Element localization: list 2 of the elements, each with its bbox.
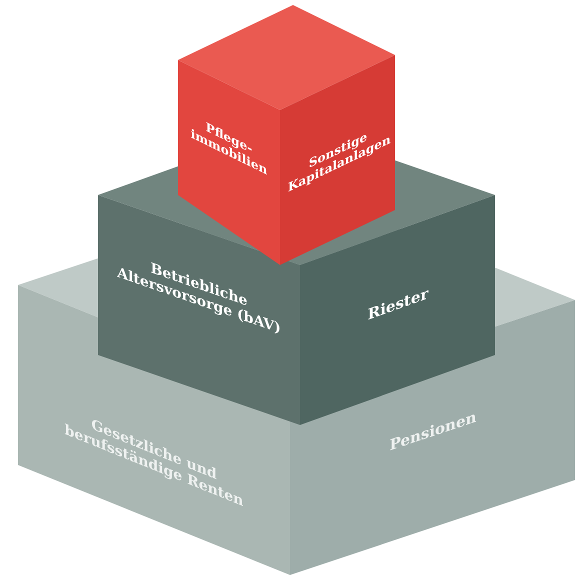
block-face: [280, 55, 395, 265]
block-face: [178, 60, 280, 265]
